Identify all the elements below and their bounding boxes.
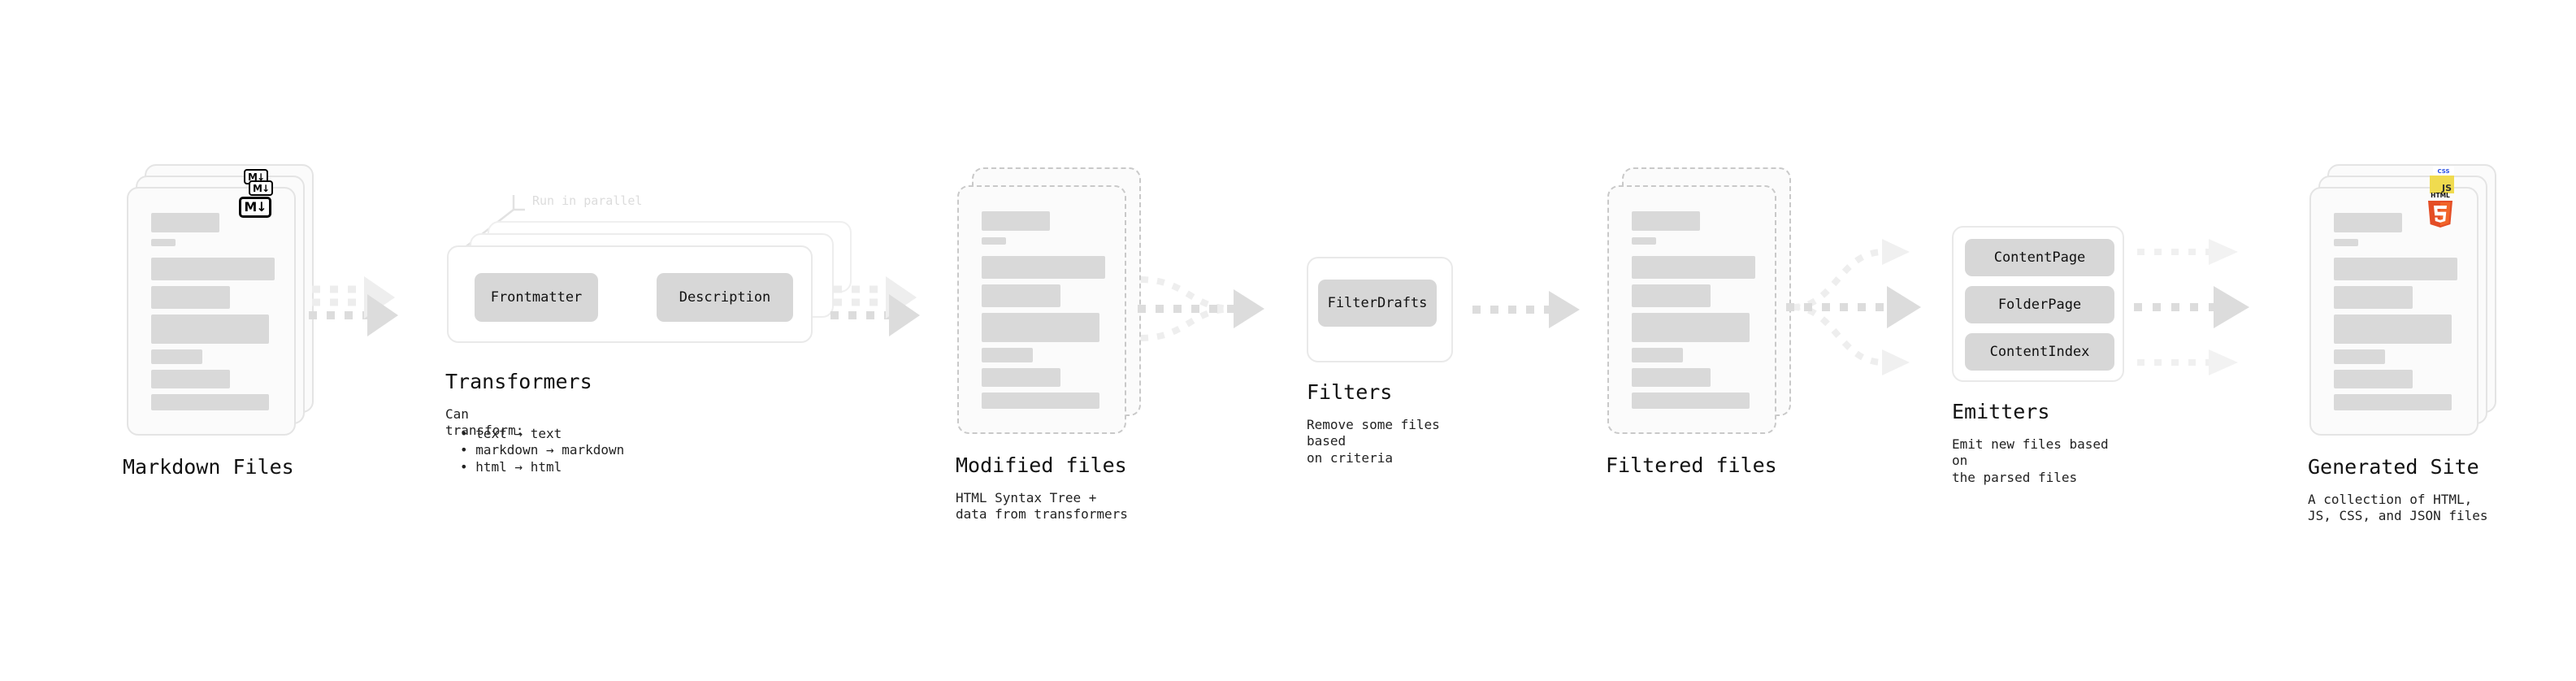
stage-desc-generated-site: A collection of HTML, JS, CSS, and JSON … (2308, 492, 2488, 524)
skeleton-line (1632, 348, 1683, 362)
document-card-front (957, 185, 1126, 434)
connector-md-to-transformers (309, 276, 398, 336)
chip-contentindex[interactable]: ContentIndex (1965, 333, 2114, 371)
stage-modified-files: Modified files HTML Syntax Tree + data f… (956, 167, 1141, 522)
markdown-icon: M↓ (239, 197, 271, 218)
skeleton-line (151, 349, 202, 364)
skeleton-line (151, 370, 230, 388)
stage-title-emitters: Emitters (1952, 400, 2050, 423)
transformer-capability-list: text → text markdown → markdown html → h… (460, 426, 624, 475)
html5-icon: HTML (2423, 190, 2457, 231)
skeleton-line (2334, 239, 2358, 246)
skeleton-line (982, 211, 1050, 231)
stage-title-modified-files: Modified files (956, 453, 1127, 477)
stage-filtered-files: Filtered files (1606, 167, 1791, 477)
run-in-parallel-label: Run in parallel (532, 193, 643, 208)
document-card-front (2309, 187, 2478, 436)
skeleton-line (1632, 284, 1711, 307)
stage-filters: FilterDrafts Filters Remove some files b… (1307, 257, 1453, 466)
connector-filters-to-filtered (1472, 291, 1580, 328)
skeleton-line (2334, 349, 2385, 364)
stage-desc-emitters: Emit new files based on the parsed files (1952, 436, 2109, 485)
connector-modified-to-filters (1138, 276, 1264, 341)
skeleton-line (2334, 370, 2413, 388)
skeleton-line (151, 239, 176, 246)
skeleton-line (2334, 258, 2457, 280)
skeleton-line (982, 313, 1099, 342)
skeleton-line (982, 393, 1099, 409)
stage-generated-site: CSS JS HTML (2308, 164, 2496, 523)
stage-emitters: ContentPage FolderPage ContentIndex Emit… (1952, 226, 2124, 485)
connector-emitters-to-site (2134, 239, 2249, 375)
skeleton-line (1632, 237, 1656, 245)
chip-contentpage[interactable]: ContentPage (1965, 239, 2114, 276)
skeleton-line (982, 348, 1033, 362)
connector-filtered-to-emitters (1786, 239, 1921, 375)
emitters-box: ContentPage FolderPage ContentIndex (1952, 226, 2124, 382)
skeleton-line (1632, 368, 1711, 387)
skeleton-line (2334, 394, 2452, 410)
skeleton-line (1632, 313, 1750, 342)
stage-title-markdown-files: Markdown Files (123, 455, 294, 479)
document-card-front (127, 187, 296, 436)
chip-description[interactable]: Description (657, 273, 793, 322)
list-item: html → html (460, 459, 624, 475)
list-item: markdown → markdown (460, 442, 624, 458)
list-item: text → text (460, 426, 624, 442)
connector-transformers-to-modified (830, 276, 920, 336)
skeleton-line (151, 258, 275, 280)
chip-filterdrafts[interactable]: FilterDrafts (1318, 280, 1437, 327)
modified-document-stack (957, 167, 1141, 437)
skeleton-line (151, 213, 219, 232)
chip-folderpage[interactable]: FolderPage (1965, 286, 2114, 323)
skeleton-line (1632, 393, 1750, 409)
skeleton-line (151, 286, 230, 309)
site-document-stack: CSS JS HTML (2309, 164, 2496, 439)
skeleton-line (2334, 213, 2402, 232)
stage-title-filters: Filters (1307, 380, 1393, 404)
chip-frontmatter[interactable]: Frontmatter (475, 273, 598, 322)
markdown-document-stack: M↓ M↓ M↓ (127, 164, 314, 439)
skeleton-line (2334, 286, 2413, 309)
skeleton-line (151, 314, 269, 344)
stage-desc-filters: Remove some files based on criteria (1307, 417, 1440, 466)
stage-markdown-files: M↓ M↓ M↓ Markdown Files (123, 164, 314, 479)
skeleton-line (1632, 256, 1755, 279)
stage-title-filtered-files: Filtered files (1606, 453, 1777, 477)
js-icon: JS (2430, 176, 2454, 193)
stage-title-transformers: Transformers (445, 370, 592, 393)
stage-title-generated-site: Generated Site (2308, 455, 2479, 479)
css-icon-label: CSS (2437, 168, 2450, 175)
skeleton-line (151, 394, 269, 410)
document-card-front (1607, 185, 1776, 434)
markdown-icon-back-1: M↓ (249, 180, 273, 196)
stage-desc-modified-files: HTML Syntax Tree + data from transformer… (956, 490, 1128, 523)
filters-box: FilterDrafts (1307, 257, 1453, 362)
skeleton-line (982, 256, 1105, 279)
filtered-document-stack (1607, 167, 1791, 437)
svg-text:HTML: HTML (2431, 192, 2450, 199)
skeleton-line (2334, 314, 2452, 344)
skeleton-line (982, 368, 1060, 387)
skeleton-line (982, 237, 1006, 245)
skeleton-line (982, 284, 1060, 307)
skeleton-line (1632, 211, 1700, 231)
